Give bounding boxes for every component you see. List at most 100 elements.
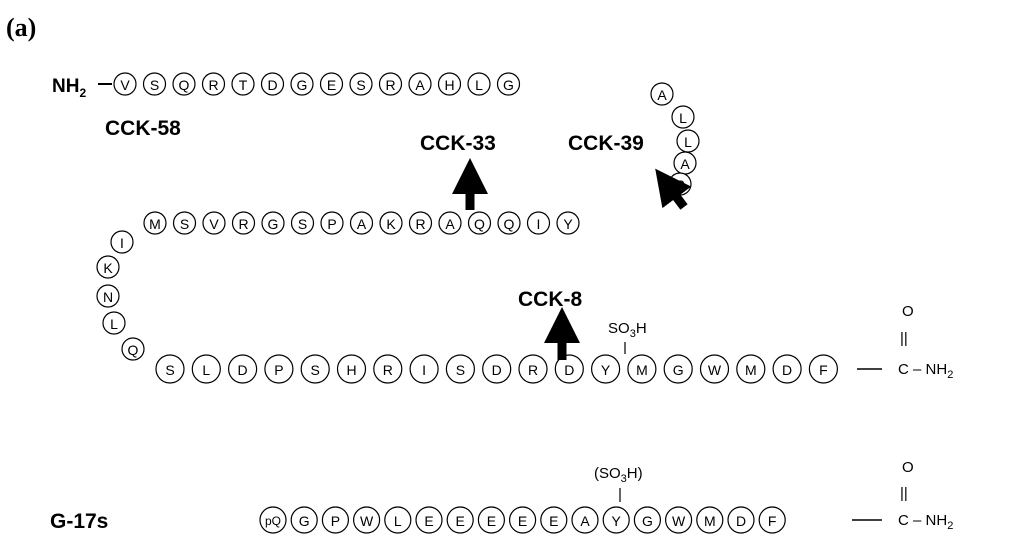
residue-letter: Q [179, 77, 190, 93]
cck-sulfate-so: SO [608, 320, 630, 337]
residue-circle [172, 72, 196, 96]
residue-letter: Y [601, 362, 611, 378]
g17-sulfate-so: (SO [594, 465, 621, 482]
residue-Q: Q [121, 337, 145, 361]
residue-circle [290, 506, 318, 534]
residue-circle [409, 354, 439, 384]
residue-circle [384, 506, 412, 534]
residue-circle [300, 354, 330, 384]
residue-circle [590, 354, 621, 384]
residue-Q: Q [467, 211, 492, 235]
residue-letter: E [549, 513, 558, 529]
residue-circle [772, 354, 802, 384]
residue-A: A [673, 151, 697, 175]
residue-letter: E [327, 77, 336, 93]
residue-circle [496, 72, 521, 96]
cck39-label: CCK-39 [568, 132, 644, 155]
residue-I: I [110, 230, 134, 254]
residue-S: S [142, 72, 167, 96]
g17-sulfate-sub: 3 [621, 473, 627, 485]
g17-sulfate-h: H) [627, 465, 643, 482]
residue-V: V [113, 72, 137, 96]
residue-R: R [408, 211, 433, 235]
residue-letter: Q [504, 216, 515, 232]
residue-letter: D [238, 362, 248, 378]
residue-letter: P [274, 362, 283, 378]
residue-letter: R [208, 77, 218, 93]
residue-P: P [264, 354, 294, 384]
residue-Y: Y [602, 506, 630, 534]
residue-Q: Q [497, 211, 521, 235]
residue-G: G [261, 211, 285, 235]
residue-circle [379, 211, 403, 235]
residue-Q: Q [172, 72, 196, 96]
residue-circle [696, 506, 724, 534]
residue-letter: S [356, 77, 365, 93]
residue-letter: L [202, 362, 210, 378]
residue-L: L [102, 311, 126, 335]
residue-K: K [379, 211, 403, 235]
residue-letter: D [267, 77, 277, 93]
g17-c-term-oxygen: O [902, 459, 914, 476]
residue-M: M [143, 211, 167, 235]
residue-R: R [201, 72, 226, 96]
g17s-label: G-17s [50, 510, 108, 533]
residue-letter: M [704, 513, 716, 529]
residue-circle [663, 354, 693, 384]
residue-letter: R [238, 216, 248, 232]
residue-circle [415, 506, 443, 534]
residue-letter: E [424, 513, 433, 529]
residue-E: E [540, 506, 568, 534]
residue-letter: W [672, 513, 686, 529]
residue-circle [497, 211, 521, 235]
residue-circle [349, 211, 374, 235]
cck-sulfate-sub: 3 [630, 328, 636, 340]
residue-G: G [633, 506, 662, 534]
residue-circle [96, 255, 120, 279]
residue-T: T [231, 72, 255, 96]
residue-circle [633, 506, 662, 534]
residue-D: D [727, 506, 755, 534]
residue-circle [290, 72, 314, 96]
residue-letter: A [445, 216, 455, 232]
residue-letter: Y [612, 513, 622, 529]
residue-circle [540, 506, 568, 534]
residue-A: A [571, 506, 599, 534]
residue-letter: D [492, 362, 502, 378]
cck-c-term-double-bond: || [900, 330, 908, 347]
residue-E: E [477, 506, 505, 534]
residue-letter: D [782, 362, 792, 378]
residue-W: W [353, 506, 381, 534]
residue-W: W [664, 506, 693, 534]
residue-letter: L [679, 110, 687, 126]
residue-letter: F [819, 362, 828, 378]
residue-letter: W [360, 513, 374, 529]
residue-letter: H [346, 362, 356, 378]
residue-S: S [300, 354, 330, 384]
residue-Y: Y [590, 354, 621, 384]
residue-circle [353, 506, 381, 534]
residue-circle [336, 354, 367, 384]
residue-letter: G [268, 216, 279, 232]
residue-S: S [349, 72, 373, 96]
residue-circle [202, 211, 226, 235]
residue-letter: S [456, 362, 465, 378]
cck-c-term-sub: 2 [947, 369, 953, 381]
residue-circle [758, 506, 786, 534]
residue-R: R [518, 354, 548, 384]
residue-P: P [320, 211, 344, 235]
cck-c-term: C – NH2 [898, 361, 953, 381]
residue-circle [201, 72, 226, 96]
residue-circle [518, 354, 548, 384]
residue-circle [231, 211, 256, 235]
residue-A: A [349, 211, 374, 235]
residue-letter: V [209, 216, 219, 232]
residue-circle [446, 506, 474, 534]
residue-letter: M [149, 216, 161, 232]
cck-c-term-oxygen: O [902, 303, 914, 320]
residue-circle [437, 72, 462, 96]
residue-letter: E [456, 513, 465, 529]
residue-letter: L [475, 77, 483, 93]
